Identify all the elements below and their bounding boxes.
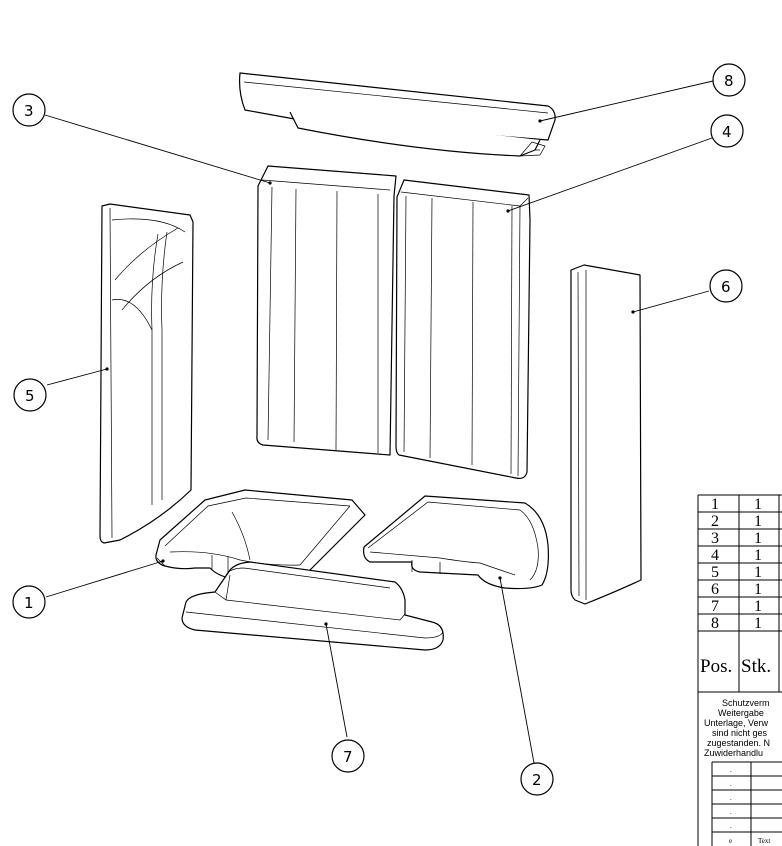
part-5-left-side-panel (99, 203, 194, 544)
callout-6: 6 (709, 269, 743, 303)
part-6-right-side-panel (570, 264, 642, 605)
table-pos-3: 3 (711, 530, 719, 547)
svg-text:sind nicht ges: sind nicht ges (712, 728, 768, 738)
svg-text:8: 8 (724, 72, 734, 90)
svg-text:.: . (730, 794, 732, 802)
svg-text:3: 3 (24, 102, 34, 120)
svg-text:.: . (730, 766, 732, 774)
callout-8: 8 (712, 63, 746, 97)
svg-text:1: 1 (24, 594, 34, 612)
svg-text:.: . (730, 780, 732, 788)
svg-text:Schutzverm: Schutzverm (722, 698, 770, 708)
table-pos-7: 7 (711, 598, 719, 615)
callout-5: 5 (13, 378, 47, 412)
part-3-rear-left-panel (256, 165, 397, 456)
svg-text:Unterlage, Verw: Unterlage, Verw (704, 718, 769, 728)
svg-text:Text: Text (758, 837, 770, 845)
table-qty-1: 1 (754, 496, 762, 513)
callout-2: 2 (520, 762, 554, 796)
callout-3: 3 (12, 93, 46, 127)
svg-text:e: e (729, 837, 732, 845)
part-7-front-lip (181, 561, 444, 651)
callout-1: 1 (12, 585, 46, 619)
table-qty-5: 1 (754, 564, 762, 581)
table-qty-6: 1 (754, 581, 762, 598)
leader-lines (44, 80, 714, 764)
svg-text:2: 2 (532, 771, 542, 789)
table-pos-6: 6 (711, 581, 719, 598)
table-qty-4: 1 (754, 547, 762, 564)
svg-text:zugestanden. N: zugestanden. N (707, 738, 770, 748)
table-pos-5: 5 (711, 564, 719, 581)
svg-text:.: . (730, 808, 732, 816)
table-pos-2: 2 (711, 513, 719, 530)
svg-text:6: 6 (721, 278, 731, 296)
table-pos-4: 4 (711, 547, 719, 564)
svg-text:.: . (730, 822, 732, 830)
part-8-top-baffle (238, 72, 556, 157)
table-qty-7: 1 (754, 598, 762, 615)
svg-text:Zuwiderhandlu: Zuwiderhandlu (704, 748, 763, 758)
table-header-qty: Stk. (741, 656, 771, 677)
table-header-pos: Pos. (700, 656, 732, 677)
table-pos-8: 8 (711, 615, 719, 632)
title-block: . . . . . e Text (711, 761, 782, 846)
parts-list-table: 1 1 2 1 3 1 4 1 5 1 6 1 7 1 8 1 Pos. Stk… (697, 494, 782, 846)
part-2-right-floor-piece (363, 495, 549, 590)
table-qty-3: 1 (754, 530, 762, 547)
table-pos-1: 1 (711, 496, 719, 513)
svg-text:4: 4 (722, 123, 732, 141)
protection-note: Schutzverm Weitergabe Unterlage, Verw si… (698, 691, 782, 758)
table-qty-2: 1 (754, 513, 762, 530)
svg-text:7: 7 (343, 748, 353, 766)
part-4-rear-right-panel (395, 179, 531, 479)
table-qty-8: 1 (754, 615, 762, 632)
callout-4: 4 (710, 114, 744, 148)
svg-text:Weitergabe: Weitergabe (718, 708, 764, 718)
callout-7: 7 (331, 739, 365, 773)
svg-text:5: 5 (25, 387, 35, 405)
